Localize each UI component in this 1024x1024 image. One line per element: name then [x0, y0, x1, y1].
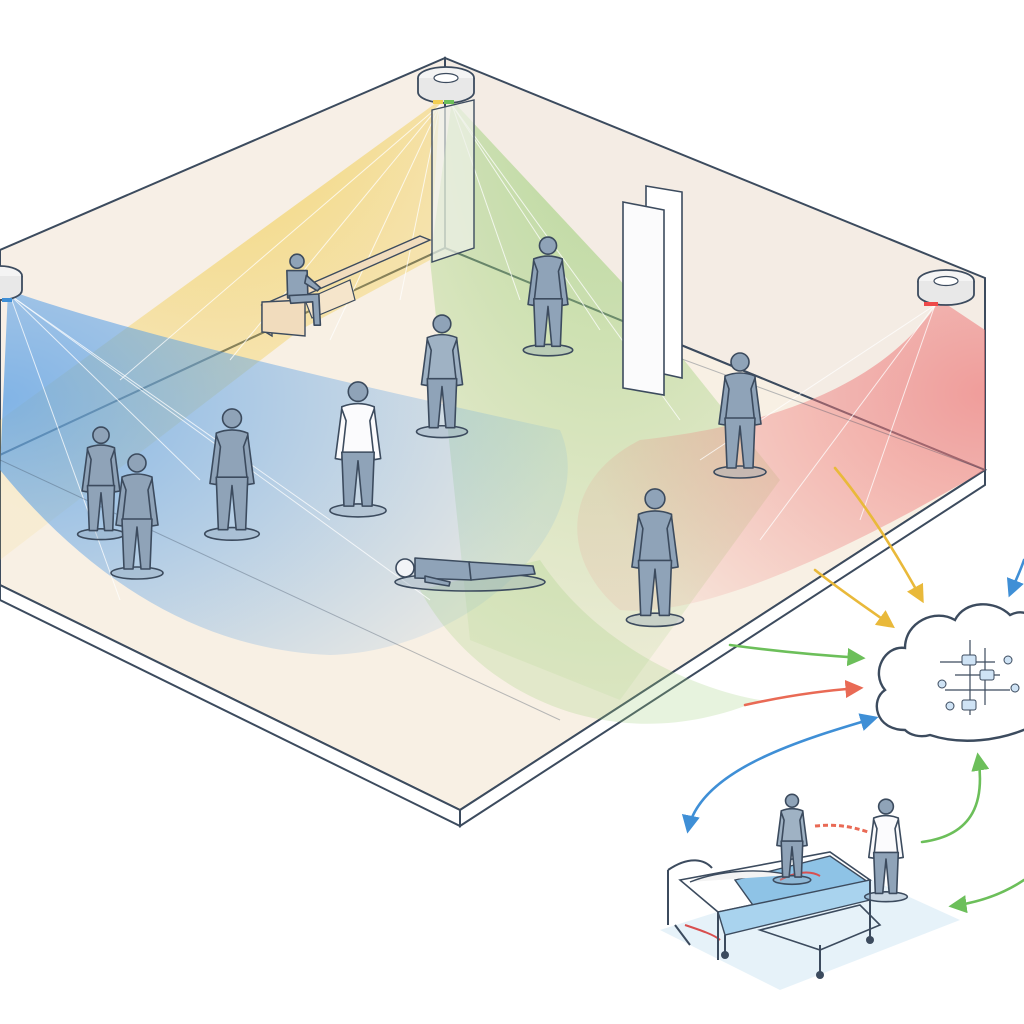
arrow-yellow-2: [813, 568, 895, 629]
handoff-signal: [814, 823, 869, 834]
coverage-red: [577, 300, 985, 611]
standing-person-white-shirt: [329, 381, 387, 518]
partition-front: [622, 201, 665, 396]
ceiling-sensor-left: [0, 265, 23, 302]
people: [76, 236, 767, 628]
staff-member-right: [863, 798, 909, 903]
standing-person-left-3: [203, 408, 261, 542]
arrow-green-up: [920, 752, 990, 844]
cloud-network-icon: [875, 603, 1024, 742]
furniture: [260, 99, 683, 396]
standing-person-center-light: [415, 314, 469, 439]
arrow-green-1: [728, 643, 866, 667]
bench-box: [261, 299, 306, 337]
arrow-blue-top: [1006, 558, 1024, 598]
standing-person-front-right: [625, 488, 685, 628]
staff-member-left: [772, 793, 812, 886]
arrow-blue-cloud-to-bed: [681, 713, 879, 834]
back-pillar: [431, 99, 475, 263]
data-flow-arrows: [681, 466, 1024, 914]
ceiling-sensor-back: [417, 66, 475, 104]
standing-person-back-center: [522, 236, 574, 357]
standing-person-right: [713, 352, 767, 479]
fallen-person: [394, 557, 546, 592]
hospital-scene: [660, 793, 960, 990]
arrow-red-1: [743, 679, 864, 707]
coverage-green-floor: [420, 560, 760, 724]
standing-person-left-2: [110, 453, 164, 580]
medical-staff-icon: [772, 793, 909, 903]
hospital-floor-shadow: [660, 870, 960, 990]
standing-person-left-1: [76, 426, 126, 541]
seated-person: [286, 253, 322, 326]
ceiling-sensor-right: [917, 269, 975, 306]
arrow-green-right: [948, 878, 1024, 914]
arrow-yellow-1: [833, 466, 924, 604]
